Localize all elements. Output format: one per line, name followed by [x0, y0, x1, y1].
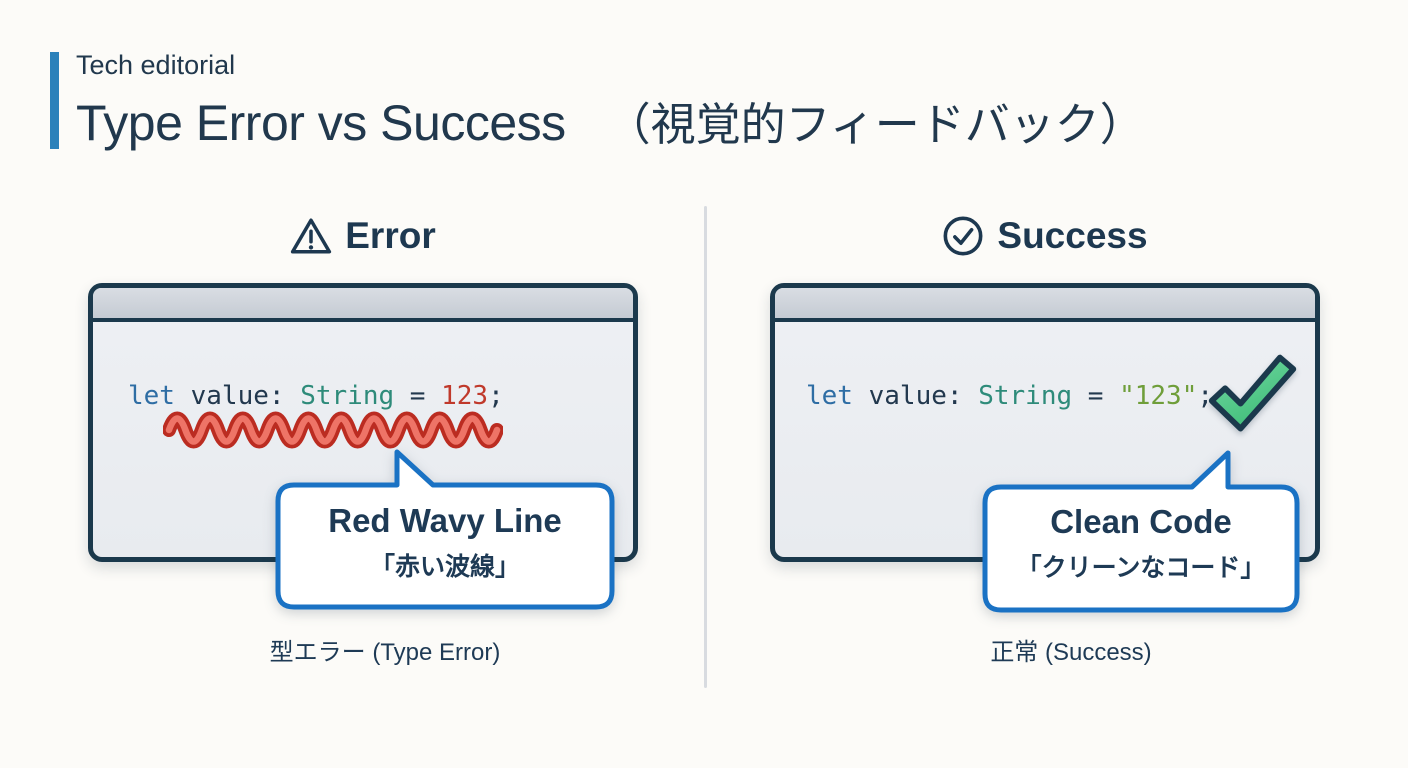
success-heading: Success	[770, 210, 1320, 262]
eyebrow-label: Tech editorial	[76, 50, 236, 80]
error-caption: 型エラー (Type Error)	[269, 639, 501, 666]
code-operator: =	[394, 381, 442, 411]
error-callout-title: Red Wavy Line	[328, 502, 562, 539]
green-checkmark-icon	[1205, 350, 1301, 445]
code-variable: value:	[852, 381, 963, 411]
success-callout-title: Clean Code	[1050, 503, 1232, 540]
code-keyword: let	[128, 381, 175, 411]
red-wavy-underline	[162, 409, 504, 456]
success-heading-label: Success	[997, 215, 1148, 256]
window-titlebar	[775, 288, 1315, 322]
warning-triangle-icon	[290, 215, 332, 257]
code-keyword: let	[806, 381, 853, 411]
success-code-line: let value: String = "123";	[806, 381, 1213, 411]
error-code-line: let value: String = 123;	[128, 381, 504, 411]
error-heading-label: Error	[345, 215, 436, 256]
success-callout-subtitle: 「クリーンなコード」	[1016, 554, 1266, 583]
page-title-en: Type Error vs Success	[76, 95, 566, 151]
code-type: String	[962, 381, 1073, 411]
page-title: Type Error vs Success （視覚的フィードバック）	[76, 88, 1145, 153]
code-semicolon: ;	[488, 381, 504, 411]
code-literal: 123	[441, 381, 489, 411]
page-title-jp: （視覚的フィードバック）	[605, 99, 1145, 150]
code-semicolon: ;	[1197, 381, 1214, 411]
code-operator: =	[1072, 381, 1120, 411]
code-literal: "123"	[1119, 381, 1198, 411]
window-titlebar	[93, 288, 633, 322]
check-circle-icon	[942, 215, 984, 257]
code-type: String	[284, 381, 395, 411]
error-heading: Error	[88, 210, 638, 262]
title-accent-bar	[50, 52, 59, 149]
code-variable: value:	[174, 381, 285, 411]
center-divider	[704, 206, 707, 688]
success-caption: 正常 (Success)	[990, 639, 1152, 666]
error-callout-subtitle: 「赤い波線」	[369, 553, 520, 582]
